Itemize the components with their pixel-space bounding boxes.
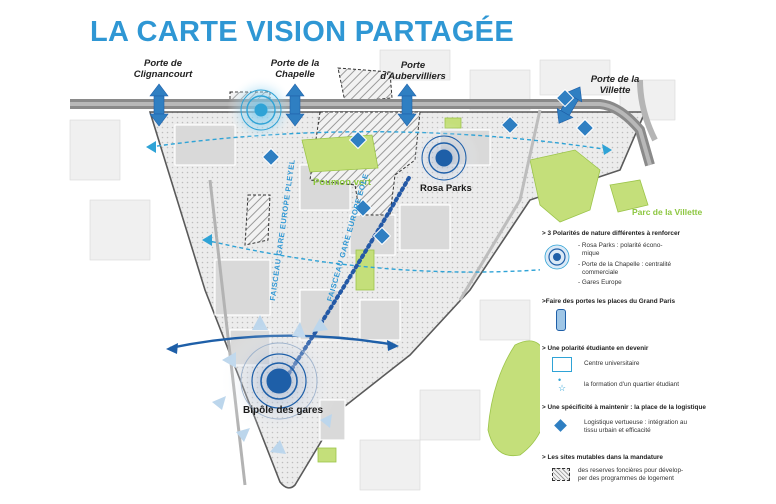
- green-spaces: [301, 117, 649, 463]
- gate-arrow-aubervilliers: [397, 83, 417, 127]
- polarity-chapelle-symbol: [240, 89, 282, 131]
- legend-gate-symbol: [556, 309, 566, 331]
- gate-label-villette-line1: Porte de la: [590, 74, 640, 85]
- legend-logistique-item-0: Logistique vertueuse : intégration au: [584, 419, 688, 426]
- gate-label-aubervilliers-line1: Porte: [400, 60, 426, 71]
- page-title: LA CARTE VISION PARTAGÉE: [90, 16, 514, 48]
- dashed-arrow-sw: [202, 234, 212, 246]
- polarity-bipole-symbol: [240, 342, 318, 420]
- legend-polarites-item-1: mique: [582, 250, 600, 257]
- polarity-rosa-parks-symbol: [421, 135, 467, 181]
- label-bipole: Bipôle des gares: [243, 405, 324, 416]
- legend-logistique-header: > Une spécificité à maintenir : la place…: [542, 404, 706, 411]
- dashed-arrow-west: [146, 141, 156, 153]
- gate-label-clignancourt-line2: Clignancourt: [133, 69, 193, 80]
- gate-label-villette: Porte de la Villette: [585, 74, 645, 96]
- gate-label-aubervilliers: Porte d'Aubervilliers: [378, 60, 448, 82]
- legend-etudiante-item-1: la formation d'un quartier étudiant: [584, 381, 680, 388]
- logistics-diamonds: [261, 88, 595, 246]
- legend-etudiante-header: > Une polarité étudiante en devenir: [542, 345, 649, 352]
- gate-label-aubervilliers-line2: d'Aubervilliers: [380, 71, 446, 82]
- gate-label-chapelle-line1: Porte de la: [270, 58, 320, 69]
- bipole-arc-head-right: [387, 340, 399, 351]
- gate-label-chapelle-line2: Chapelle: [275, 69, 315, 80]
- label-poumon-vert: Poumon vert: [313, 177, 372, 188]
- legend-logistics-symbol: [554, 419, 567, 432]
- legend-student-symbol: •☆: [558, 375, 567, 393]
- gate-arrow-chapelle: [285, 83, 305, 127]
- gate-label-chapelle: Porte de la Chapelle: [265, 58, 325, 80]
- gate-label-villette-line2: Villette: [599, 85, 631, 96]
- label-rosa-parks: Rosa Parks: [420, 183, 472, 194]
- legend-sites-header: > Les sites mutables dans la mandature: [542, 454, 663, 461]
- legend-logistique-item-1: tissu urbain et efficacité: [584, 427, 651, 434]
- legend-sites-item-1: per des programmes de logement: [578, 475, 674, 482]
- legend-polarites-item-4: - Gares Europe: [578, 279, 622, 286]
- legend-etudiante-item-0: Centre universitaire: [584, 360, 640, 367]
- label-parc-villette: Parc de la Villette: [632, 207, 703, 217]
- legend-polarites-item-2: - Porte de la Chapelle : centralité: [578, 261, 672, 268]
- legend-sites-symbol: [552, 468, 570, 481]
- gate-label-clignancourt: Porte de Clignancourt: [133, 58, 193, 80]
- legend-portes-header: >Faire des portes les places du Grand Pa…: [542, 298, 676, 305]
- map-legend: > 3 Polarités de nature différentes à re…: [540, 226, 740, 504]
- legend-sites-item-0: des reserves foncières pour dévelop-: [578, 467, 684, 474]
- legend-university-symbol: [552, 357, 572, 372]
- gate-label-clignancourt-line1: Porte de: [143, 58, 182, 69]
- legend-polarites-header: > 3 Polarités de nature différentes à re…: [542, 230, 680, 237]
- gate-arrow-clignancourt: [149, 83, 169, 127]
- bipole-arc-head-left: [166, 343, 178, 354]
- legend-polarity-symbol: [544, 244, 570, 270]
- legend-polarites-item-3: commerciale: [582, 269, 619, 276]
- dashed-arrow-villette: [602, 144, 612, 155]
- legend-polarites-item-0: - Rosa Parks : polarité écono-: [578, 242, 663, 249]
